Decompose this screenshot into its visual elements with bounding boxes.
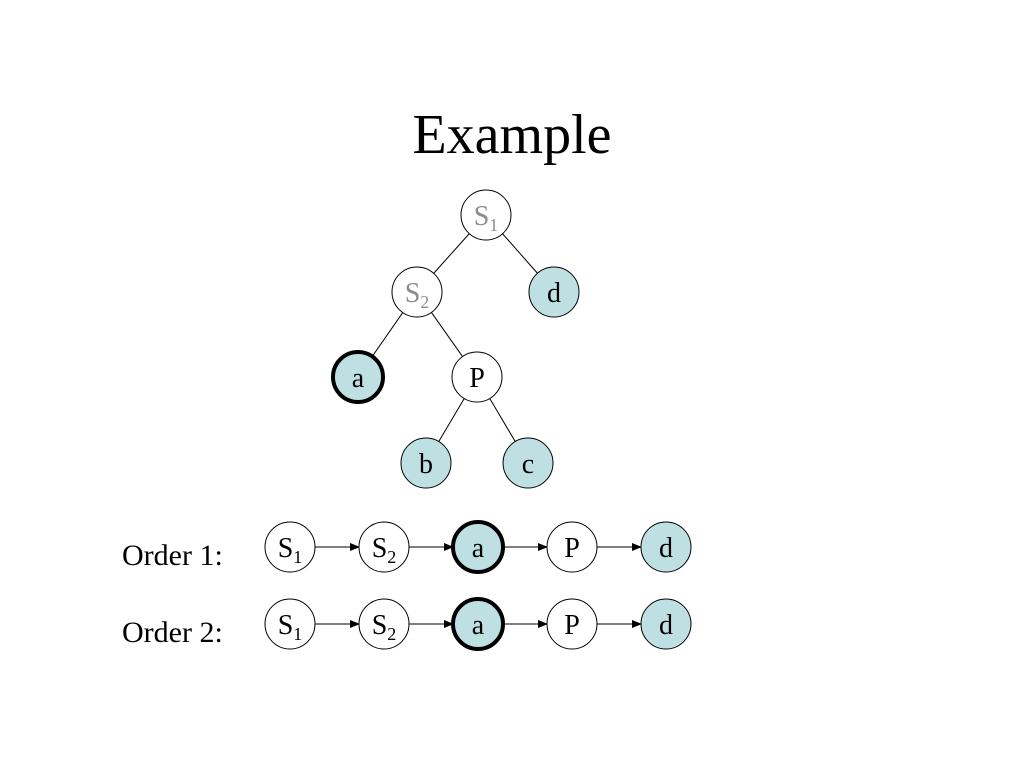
order-2-label: Order 2:: [122, 616, 223, 649]
order-2-node-3: a: [451, 597, 505, 651]
order-2-node-1-circle: [264, 598, 316, 650]
order-1-node-5-label: d: [659, 533, 673, 564]
order-2-node-3-circle: [451, 597, 505, 651]
order-1-node-3-label: a: [472, 533, 485, 564]
order-1-node-1: S1: [264, 521, 316, 573]
tree-node-s2: S2: [391, 266, 443, 318]
order-2-node-5-circle: [640, 598, 692, 650]
tree-edge-s2-p: [431, 312, 463, 357]
tree-node-a: a: [331, 350, 385, 404]
order-2-node-4-circle: [546, 598, 598, 650]
tree-node-c-label: c: [522, 449, 534, 480]
order-1-node-5: d: [640, 521, 692, 573]
order-2-node-2: S2: [358, 598, 410, 650]
tree-node-d: d: [528, 266, 580, 318]
order-1-node-5-circle: [640, 521, 692, 573]
tree-node-s1: S1: [460, 189, 512, 241]
slide-title: Example: [412, 104, 612, 166]
tree-node-d-label: d: [547, 278, 561, 309]
order-1-node-4-label: P: [564, 533, 580, 564]
order-2-node-3-label: a: [472, 610, 485, 641]
tree-node-p: P: [451, 351, 503, 403]
tree-edge-s1-d: [502, 233, 538, 274]
order-1-node-4: P: [546, 521, 598, 573]
tree-edge-s1-s2: [433, 233, 470, 274]
tree-node-c-circle: [502, 437, 554, 489]
tree-node-a-label: a: [352, 363, 365, 394]
order-1-label: Order 1:: [122, 539, 223, 572]
order-1-node-3: a: [451, 520, 505, 574]
tree-node-b-circle: [400, 437, 452, 489]
order-1-node-1-circle: [264, 521, 316, 573]
order-2-node-4-label: P: [564, 610, 580, 641]
order-1-node-4-circle: [546, 521, 598, 573]
order-1-node-2-circle: [358, 521, 410, 573]
tree-node-a-circle: [331, 350, 385, 404]
tree-node-p-circle: [451, 351, 503, 403]
order-2-node-5: d: [640, 598, 692, 650]
tree-edges: [371, 233, 538, 442]
tree-node-b-label: b: [419, 449, 433, 480]
order-2-node-4: P: [546, 598, 598, 650]
tree-edge-p-c: [489, 398, 516, 442]
tree-edge-s2-a: [371, 312, 404, 357]
tree-node-s1-circle: [460, 189, 512, 241]
tree-node-s2-circle: [391, 266, 443, 318]
order-1-node-2: S2: [358, 521, 410, 573]
order-2-node-2-circle: [358, 598, 410, 650]
order-arrows: [315, 543, 642, 628]
tree-edge-p-b: [438, 398, 465, 442]
tree-node-p-label: P: [469, 363, 485, 394]
tree-node-b: b: [400, 437, 452, 489]
tree-node-c: c: [502, 437, 554, 489]
order-1-node-3-circle: [451, 520, 505, 574]
order-2-node-5-label: d: [659, 610, 673, 641]
tree-node-d-circle: [528, 266, 580, 318]
order-2-node-1: S1: [264, 598, 316, 650]
